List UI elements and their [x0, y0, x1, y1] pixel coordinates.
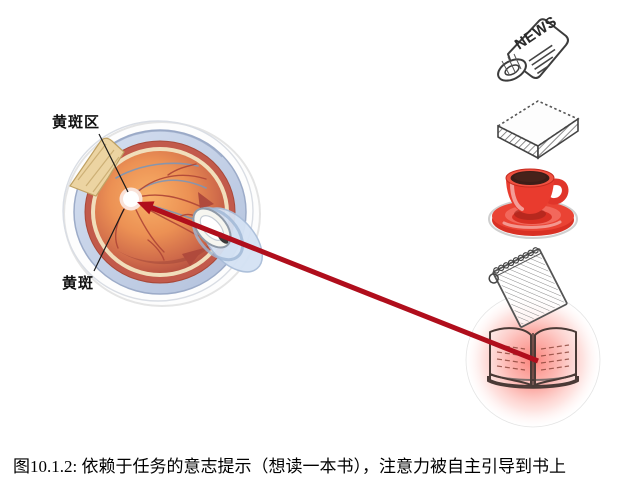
arrowhead — [137, 201, 155, 215]
attention-arrow — [137, 201, 539, 364]
macula-area-pointer-line — [98, 133, 129, 193]
figure-caption: 图10.1.2: 依赖于任务的意志提示（想读一本书），注意力被自主引导到书上 — [13, 457, 566, 476]
macula-pointer-line — [93, 208, 125, 272]
notepad-spiral — [493, 247, 539, 274]
book-left-page — [489, 327, 532, 386]
ciliary-body-bottom — [182, 248, 204, 266]
macula-area-label: 黄斑区 — [52, 114, 101, 131]
coffee-cup-icon — [488, 168, 578, 239]
illustration-canvas: NEWS — [62, 13, 601, 428]
open-book-icon — [487, 327, 579, 389]
macula-label: 黄斑 — [62, 275, 95, 292]
ciliary-body-top — [198, 192, 214, 210]
paper-stack-icon — [496, 100, 580, 160]
book-right-page — [534, 327, 577, 386]
cup-handle — [545, 178, 569, 205]
notepad-icon — [488, 247, 568, 328]
newspaper-icon: NEWS — [497, 13, 569, 82]
macula-spot — [123, 191, 139, 207]
notepad-ring — [488, 273, 499, 284]
